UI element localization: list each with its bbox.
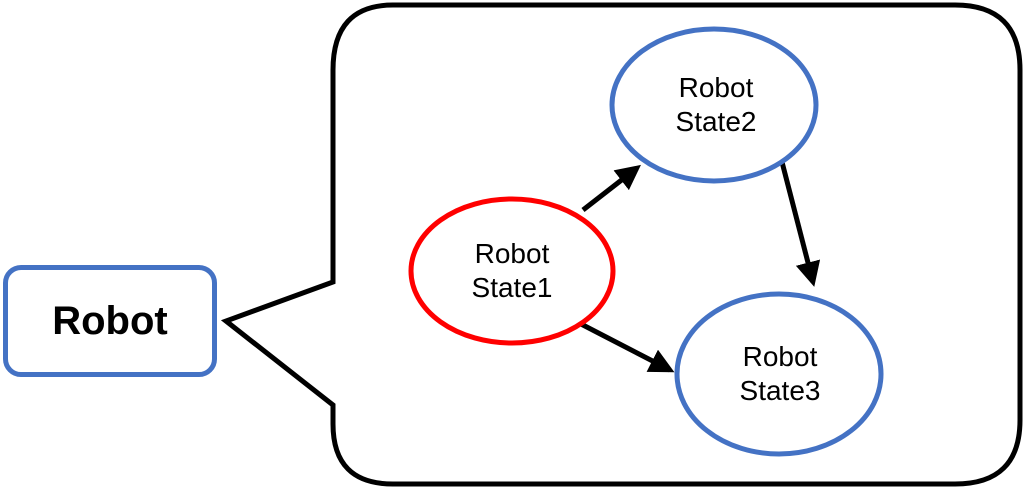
arrow-state2-to-state3 [779, 161, 821, 287]
state3-label: Robot State3 [680, 304, 880, 444]
state2-label: Robot State2 [612, 35, 820, 175]
state3-label-line1: Robot [742, 341, 818, 372]
robot-label: Robot [52, 299, 168, 343]
arrow-state1-to-state2 [581, 164, 641, 212]
state2-label-line1: Robot [678, 72, 754, 103]
robot-box[interactable]: Robot [3, 265, 217, 377]
state1-label: Robot State1 [412, 203, 612, 339]
state2-label-line2: State2 [675, 106, 757, 137]
state3-node[interactable] [674, 291, 884, 457]
state1-node[interactable] [408, 196, 616, 346]
arrow-state1-to-state3 [579, 321, 675, 373]
state1-label-line1: Robot [474, 238, 550, 269]
state3-label-line2: State3 [739, 375, 821, 406]
state1-label-line2: State1 [471, 272, 553, 303]
state2-node[interactable] [609, 26, 819, 184]
